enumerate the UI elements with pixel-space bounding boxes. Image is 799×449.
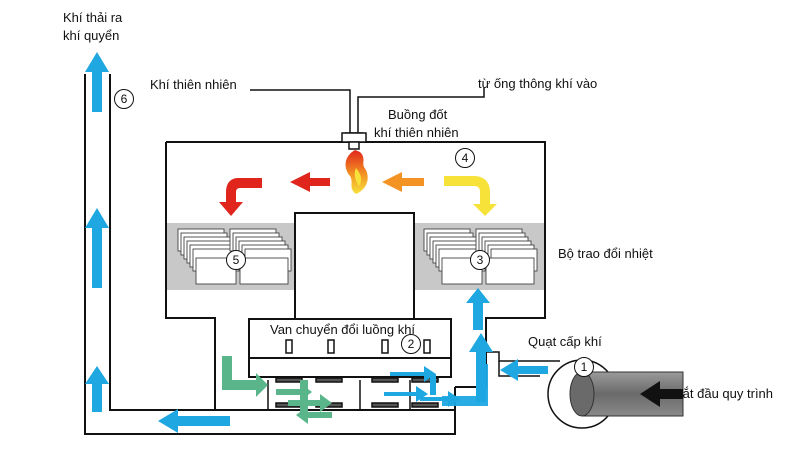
vent-inlet-label: từ ống thông khí vào bbox=[478, 76, 598, 91]
callout-3: 3 bbox=[470, 250, 490, 270]
exhaust-label-line1: Khí thải ra bbox=[63, 10, 123, 25]
heat-exchanger-left bbox=[167, 223, 294, 290]
flame-icon bbox=[345, 150, 368, 194]
hot-flow-arrows bbox=[219, 172, 497, 216]
valve-label: Van chuyển đổi luồng khí bbox=[270, 322, 416, 337]
heat-exchanger-label: Bộ trao đổi nhiệt bbox=[558, 246, 653, 261]
start-label: Bắt đầu quy trình bbox=[674, 386, 774, 401]
fan-label: Quạt cấp khí bbox=[528, 334, 602, 349]
green-flow-arrows bbox=[222, 356, 332, 424]
blue-flow-arrows bbox=[85, 52, 548, 433]
start-arrow bbox=[640, 381, 683, 407]
exhaust-label-line2: khí quyển bbox=[63, 28, 120, 43]
callout-5: 5 bbox=[226, 250, 246, 270]
valve-actuators bbox=[285, 339, 431, 354]
callout-1: 1 bbox=[574, 357, 594, 377]
valve-housing bbox=[248, 318, 452, 378]
callout-4: 4 bbox=[455, 148, 475, 168]
callout-6: 6 bbox=[114, 89, 134, 109]
burner-label-line1: Buồng đốt bbox=[388, 107, 448, 122]
burner bbox=[341, 132, 367, 150]
natural-gas-label: Khí thiên nhiên bbox=[150, 77, 237, 92]
callout-2: 2 bbox=[401, 334, 421, 354]
burner-label-line2: khí thiên nhiên bbox=[374, 125, 459, 140]
